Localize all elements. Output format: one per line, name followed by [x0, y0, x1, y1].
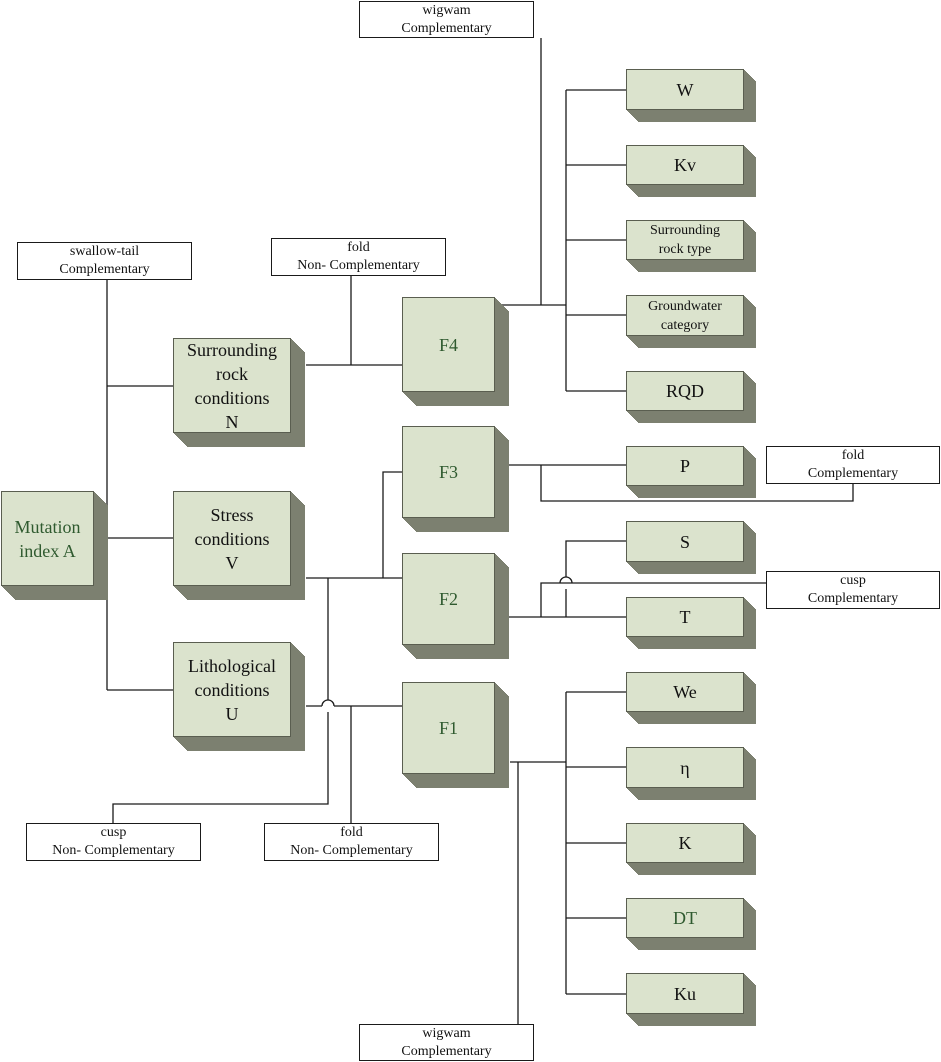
indicator-kv-label: Kv [674, 155, 696, 175]
cusp-bottom-label-box: cusp Non- Complementary [26, 823, 201, 861]
indicator-we-label: We [673, 682, 697, 702]
fold-bottom-label-box: fold Non- Complementary [264, 823, 439, 861]
fold-f4-label-box: fold Non- Complementary [271, 238, 446, 276]
indicator-ku-box: Ku [626, 973, 744, 1014]
link-cusp-bottom-label [112, 578, 329, 823]
wigwam-top-line2: Complementary [401, 20, 492, 36]
link-cusp-f2-label [540, 582, 766, 617]
f2-label: F2 [438, 589, 458, 609]
f2-box: F2 [402, 553, 495, 645]
f3-label: F3 [438, 462, 458, 482]
stress-line3: V [225, 552, 239, 573]
links-f4-indicators [566, 89, 626, 392]
groundwater-line2: category [660, 317, 710, 333]
fold-f3-line1: fold [841, 448, 865, 463]
mutation-index-label: Mutation index A [14, 516, 81, 561]
indicator-k-box: K [626, 823, 744, 863]
cusp-bottom-line2: Non- Complementary [52, 843, 175, 858]
indicator-kv-box: Kv [626, 145, 744, 185]
cusp-f2-line2: Complementary [807, 591, 899, 606]
link-stress-f3 [382, 471, 402, 578]
fold-f4-line1: fold [347, 240, 370, 255]
line-hop-f2 [559, 576, 573, 584]
indicator-groundwater-category-box: Groundwater category [626, 295, 744, 336]
surrounding-line4: N [225, 411, 239, 432]
line-hop-cusp [321, 699, 335, 707]
rock-type-line2: rock type [658, 242, 712, 257]
cusp-f2-line1: cusp [840, 573, 866, 588]
links-f1-indicators [566, 691, 626, 995]
fold-f3-line2: Complementary [807, 466, 899, 481]
surrounding-rock-conditions-box: Surrounding rock conditions N [173, 338, 291, 433]
mutation-index-box: Mutation index A [1, 491, 94, 586]
lithological-conditions-box: Lithological conditions U [173, 642, 291, 737]
indicator-eta-label: η [680, 757, 690, 778]
indicator-p-box: P [626, 446, 744, 486]
indicator-eta-box: η [626, 747, 744, 788]
lithological-line3: U [225, 703, 239, 724]
indicator-rqd-label: RQD [665, 381, 704, 401]
fold-bottom-line1: fold [340, 825, 363, 840]
rock-type-line1: Surrounding [650, 223, 720, 238]
surrounding-line3: conditions [194, 387, 270, 408]
indicator-we-box: We [626, 672, 744, 712]
indicator-rqd-box: RQD [626, 371, 744, 411]
indicator-p-label: P [679, 456, 690, 476]
stress-line2: conditions [194, 528, 270, 549]
indicator-dt-label: DT [673, 908, 697, 928]
fold-f3-label-box: fold Complementary [766, 446, 940, 484]
wigwam-bottom-label-box: wigwam Complementary [359, 1024, 534, 1061]
surrounding-line2: rock [216, 363, 248, 384]
cusp-f2-label-box: cusp Complementary [766, 571, 940, 609]
indicator-t-label: T [679, 607, 691, 627]
wigwam-bottom-line1: wigwam [422, 1025, 471, 1041]
fold-bottom-line2: Non- Complementary [290, 843, 413, 858]
indicator-surrounding-rock-type-box: Surrounding rock type [626, 220, 744, 260]
f1-box: F1 [402, 682, 495, 774]
indicator-w-label: W [676, 79, 694, 100]
link-f2-s [565, 540, 626, 617]
wigwam-top-label-box: wigwam Complementary [359, 1, 534, 38]
link-fold-f3-label [540, 465, 854, 502]
swallow-tail-line2: Complementary [59, 262, 150, 277]
groundwater-line1: Groundwater [648, 298, 722, 314]
indicator-t-box: T [626, 597, 744, 637]
indicator-s-box: S [626, 521, 744, 562]
stress-conditions-box: Stress conditions V [173, 491, 291, 586]
swallow-tail-line1: swallow-tail [69, 244, 140, 259]
indicator-ku-label: Ku [674, 983, 696, 1004]
f4-label: F4 [438, 334, 458, 355]
indicator-k-label: K [678, 833, 692, 853]
lithological-line2: conditions [194, 679, 270, 700]
swallow-tail-label-box: swallow-tail Complementary [17, 242, 192, 280]
f1-label: F1 [438, 718, 458, 738]
indicator-dt-box: DT [626, 898, 744, 938]
f3-box: F3 [402, 426, 495, 518]
stress-line1: Stress [210, 504, 254, 525]
lithological-line1: Lithological [188, 655, 276, 676]
fold-f4-line2: Non- Complementary [297, 258, 420, 273]
surrounding-line1: Surrounding [187, 339, 277, 360]
cusp-bottom-line1: cusp [100, 825, 127, 840]
wigwam-top-line1: wigwam [422, 2, 471, 18]
wigwam-bottom-line2: Complementary [401, 1043, 492, 1059]
indicator-s-label: S [679, 531, 690, 552]
f4-box: F4 [402, 297, 495, 392]
indicator-w-box: W [626, 69, 744, 110]
